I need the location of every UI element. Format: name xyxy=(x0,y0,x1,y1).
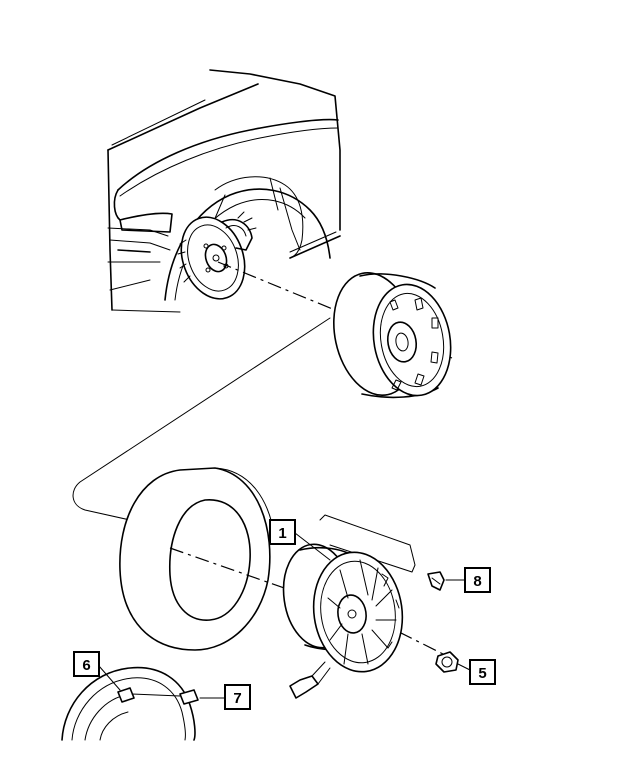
assembly-connector-line xyxy=(72,317,331,521)
callout-8: 8 xyxy=(464,567,491,593)
valve-stem xyxy=(289,661,331,699)
callout-5-label: 5 xyxy=(478,665,486,682)
callout-5: 5 xyxy=(469,659,496,685)
bracket-box xyxy=(319,514,416,573)
callout-7-label: 7 xyxy=(233,690,241,707)
wheel-centerline-lower xyxy=(169,547,291,591)
callout-6-label: 6 xyxy=(82,657,90,674)
callout-1: 1 xyxy=(269,519,296,545)
wheel-with-hubcap xyxy=(282,543,404,673)
vehicle-fender-illustration xyxy=(107,69,341,313)
callout-7: 7 xyxy=(224,684,251,710)
callout-6: 6 xyxy=(73,651,100,677)
rim-detail xyxy=(61,666,199,741)
lug-nut xyxy=(435,651,459,673)
leader-lines xyxy=(98,532,471,699)
callout-8-label: 8 xyxy=(473,573,481,590)
balance-weight xyxy=(427,571,445,591)
spare-steel-wheel xyxy=(333,271,452,399)
tire xyxy=(119,467,276,651)
brake-rotor-hub xyxy=(177,211,257,300)
callout-1-label: 1 xyxy=(278,525,286,542)
